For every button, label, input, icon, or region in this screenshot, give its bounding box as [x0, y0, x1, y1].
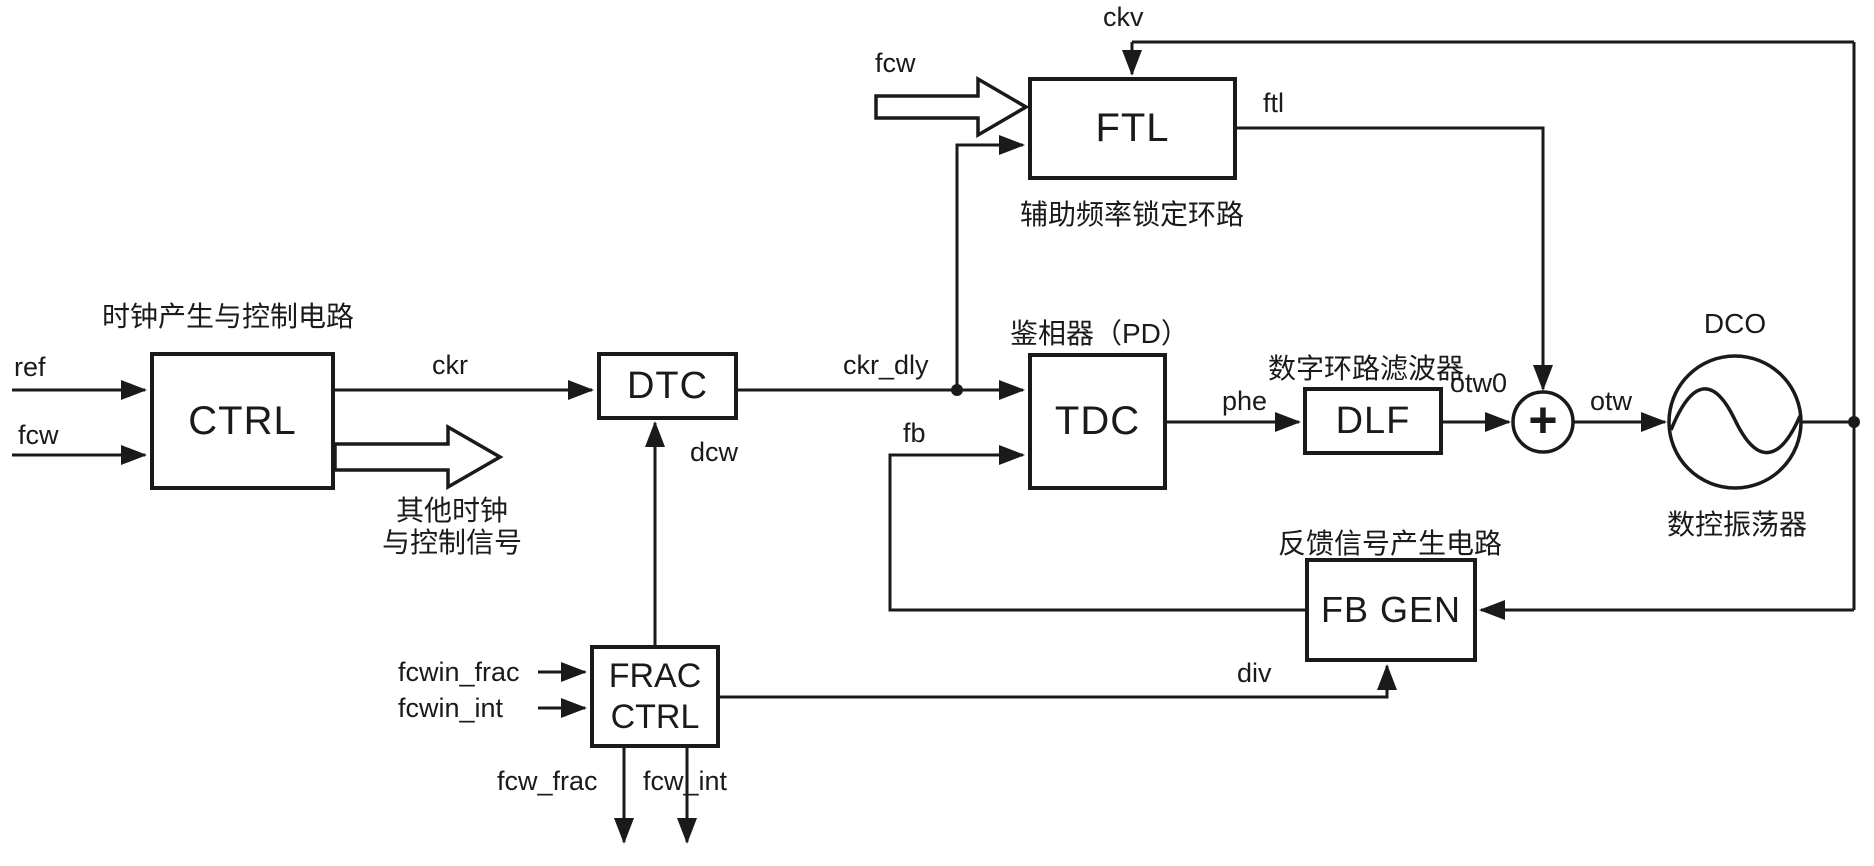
block-fb-gen: FB GEN [1305, 558, 1477, 662]
junction-dot-dco-out [1848, 416, 1860, 428]
block-tdc: TDC [1028, 353, 1167, 490]
dco-sine-icon [1669, 387, 1802, 455]
signal-label-otw0: otw0 [1450, 368, 1508, 398]
block-dlf: DLF [1303, 387, 1443, 455]
signal-label-dcw: dcw [690, 437, 739, 467]
fcw-ftl-block-arrow [874, 75, 1030, 139]
signal-label-fcwin-frac: fcwin_frac [398, 657, 520, 687]
signal-label-ref: ref [14, 352, 46, 382]
adder-plus-symbol: + [1528, 392, 1558, 448]
other-clocks-block-arrow [333, 423, 504, 491]
adder-circle [1511, 390, 1575, 454]
block-ctrl: CTRL [150, 352, 335, 490]
junction-dot-ckr-dly [951, 384, 963, 396]
signal-label-ftl: ftl [1263, 88, 1285, 118]
frac-ctrl-label-line1: FRAC [608, 657, 702, 696]
signal-label-ckr: ckr [432, 350, 468, 380]
signal-label-otw: otw [1590, 386, 1633, 416]
wire-ftl [1237, 126, 1553, 391]
dco-title-label: DCO [1703, 308, 1767, 339]
signal-label-div: div [1237, 658, 1272, 688]
wire-ckr-dly-to-ftl [955, 135, 1025, 390]
signal-label-phe: phe [1222, 386, 1268, 416]
signal-label-ckr-dly: ckr_dly [843, 350, 929, 380]
block-frac-ctrl: FRAC CTRL [590, 645, 720, 748]
caption-dco: 数控振荡器 [1666, 509, 1808, 540]
signal-label-fcwin-int: fcwin_int [398, 693, 504, 723]
wire-fb [888, 445, 1305, 612]
signal-label-fb: fb [903, 418, 926, 448]
caption-tdc: 鉴相器（PD） [1010, 318, 1189, 349]
other-clocks-label-line1: 其他时钟 [395, 495, 509, 526]
block-ftl: FTL [1028, 77, 1237, 180]
signal-label-fcw-ftl: fcw [875, 48, 916, 78]
wire-div [720, 664, 1397, 699]
signal-label-fcw-int: fcw_int [643, 766, 728, 796]
signal-label-fcw-frac: fcw_frac [497, 766, 598, 796]
caption-ctrl: 时钟产生与控制电路 [101, 301, 355, 332]
other-clocks-label-line2: 与控制信号 [381, 527, 523, 558]
caption-dlf: 数字环路滤波器 [1268, 353, 1465, 384]
signal-label-ckv: ckv [1103, 2, 1144, 32]
frac-ctrl-label-line2: CTRL [610, 697, 700, 736]
caption-ftl: 辅助频率锁定环路 [1020, 199, 1245, 230]
block-dtc: DTC [597, 352, 738, 420]
signal-label-fcw-main: fcw [18, 420, 59, 450]
caption-fb-gen: 反馈信号产生电路 [1277, 528, 1503, 559]
